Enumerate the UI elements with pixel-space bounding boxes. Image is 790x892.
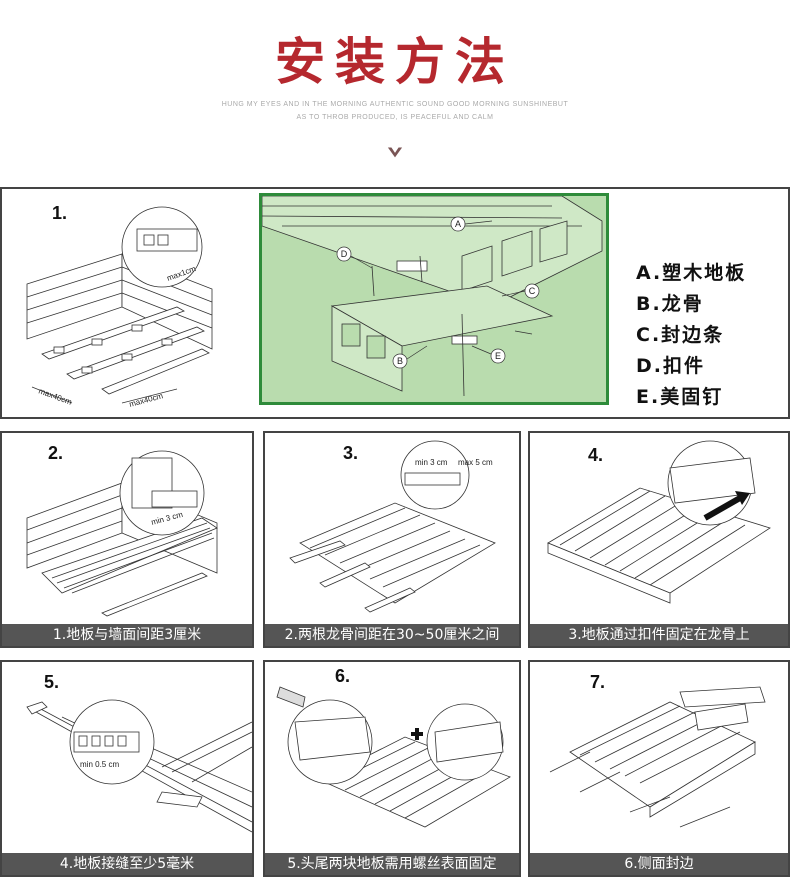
step-1-illustration: max40cm max40cm max1cm <box>26 206 213 409</box>
step-caption: 5.头尾两块地板需用螺丝表面固定 <box>265 853 519 875</box>
chevron-down-icon <box>387 147 403 158</box>
step-caption: 2.两根龙骨间距在30~50厘米之间 <box>265 624 519 646</box>
dim-label: max 5 cm <box>458 458 493 467</box>
step-panel: 5. min 0.5 cm 4.地板接缝至少5毫米 <box>0 660 254 877</box>
step-caption: 4.地板接缝至少5毫米 <box>2 853 252 875</box>
step-panel: 7. 6.侧面封边 <box>528 660 790 877</box>
step-panel: 2. min 3 cm 1.地板与墙面间距3厘米 <box>0 431 254 648</box>
legend-item: B.龙骨 <box>636 293 704 315</box>
step-7-illustration <box>549 686 766 828</box>
subtitle-line-2: AS TO THROB PRODUCED, IS PEACEFUL AND CA… <box>296 114 494 121</box>
part-label-b: B <box>397 356 403 366</box>
step-caption: 6.侧面封边 <box>530 853 788 875</box>
step-panel: 4. 3.地板通过扣件固定在龙骨上 <box>528 431 790 648</box>
legend-item: C.封边条 <box>636 324 725 346</box>
step-3-illustration: min 3 cm max 5 cm <box>289 440 496 613</box>
step-5-illustration: min 0.5 cm <box>26 699 252 833</box>
subtitle-line-1: HUNG MY EYES AND IN THE MORNING AUTHENTI… <box>221 101 569 108</box>
overview-panel: 1. max40cm max4 <box>0 187 790 419</box>
part-label-d: D <box>341 249 348 259</box>
legend-item: A.塑木地板 <box>636 262 747 284</box>
dim-label: max40cm <box>128 391 164 409</box>
legend-item: E.美固钉 <box>636 386 724 408</box>
step-2-illustration: min 3 cm <box>26 450 218 617</box>
part-label-c: C <box>529 286 536 296</box>
step-number: 5. <box>44 672 60 692</box>
step-panel: 6. 5.头尾两块地板需用螺丝表面固定 <box>263 660 521 877</box>
legend-item: D.扣件 <box>636 355 705 377</box>
dim-label: min 0.5 cm <box>80 760 119 769</box>
dim-label: max40cm <box>37 386 73 406</box>
dim-label: min 3 cm <box>415 458 448 467</box>
step-number: 7. <box>590 672 606 692</box>
step-caption: 3.地板通过扣件固定在龙骨上 <box>530 624 788 646</box>
parts-legend: A.塑木地板 B.龙骨 C.封边条 D.扣件 E.美固钉 <box>636 258 746 413</box>
step-number: 3. <box>343 443 359 463</box>
page-title: 安装方法 <box>275 33 515 91</box>
step-number: 4. <box>588 445 604 465</box>
step-4-illustration <box>547 440 771 604</box>
step-panel: 3. min 3 cm max 5 cm 2.两根龙骨间距在30~50厘米之间 <box>263 431 521 648</box>
exploded-diagram: A D C B E <box>259 193 609 405</box>
part-label-a: A <box>455 219 461 229</box>
step-caption: 1.地板与墙面间距3厘米 <box>2 624 252 646</box>
step-number: 2. <box>48 443 64 463</box>
step-number: 6. <box>335 666 351 686</box>
part-label-e: E <box>495 351 501 361</box>
step-6-illustration <box>276 686 511 828</box>
step-number: 1. <box>52 203 68 223</box>
